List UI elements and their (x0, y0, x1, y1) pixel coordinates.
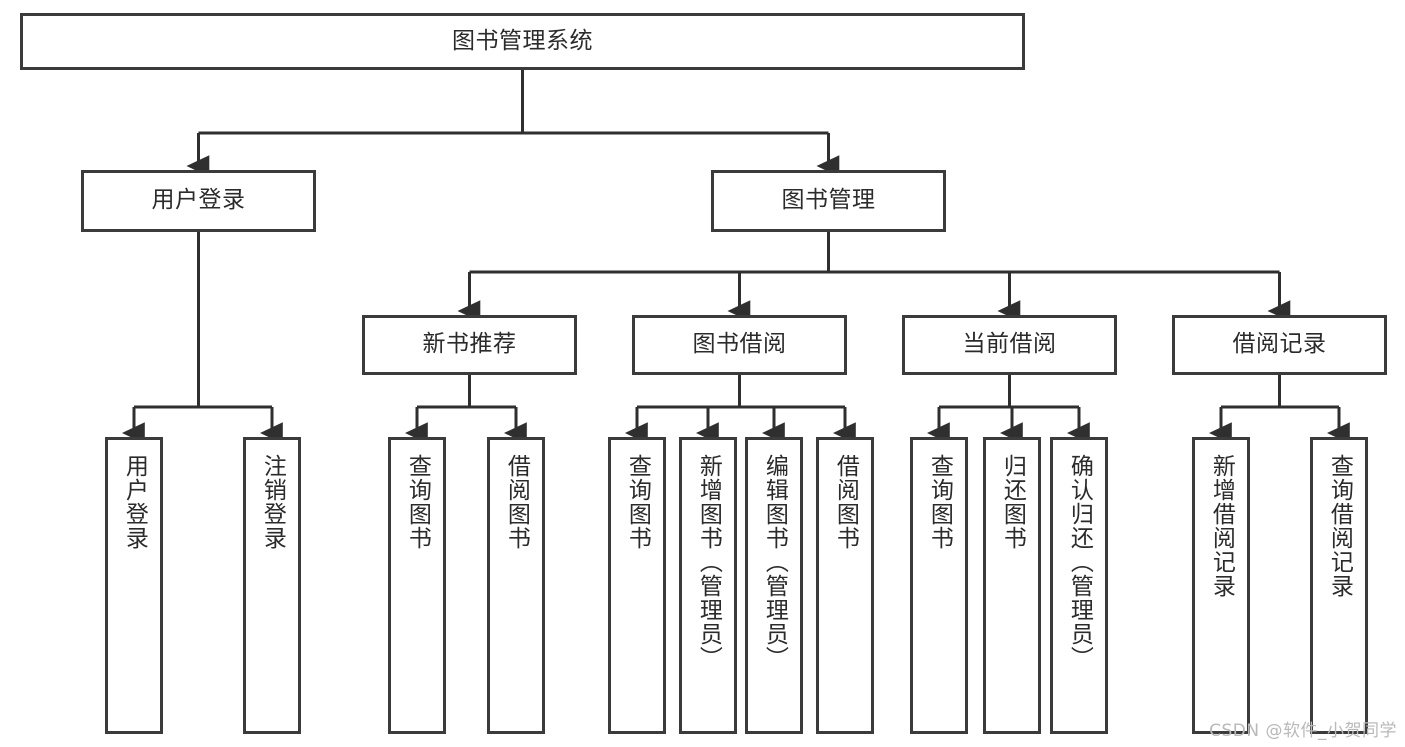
node-level3-book-borrow[interactable]: 图书借阅 (632, 315, 847, 375)
node-level3-borrow-record[interactable]: 借阅记录 (1172, 315, 1387, 375)
node-label: 图书管理 (781, 187, 876, 214)
node-leaf-leaf-query-book-3[interactable]: 查询图书 (910, 437, 968, 734)
node-leaf-leaf-query-record[interactable]: 查询借阅记录 (1310, 437, 1368, 734)
node-label: 图书借阅 (692, 331, 787, 358)
node-label: 归还图书 (999, 454, 1026, 550)
node-label: 新增图书（管理员） (695, 454, 722, 670)
node-leaf-leaf-query-book-1[interactable]: 查询图书 (388, 437, 446, 734)
node-label: 借阅记录 (1232, 331, 1327, 358)
node-level2-book-manage[interactable]: 图书管理 (711, 170, 946, 232)
node-label: 查询借阅记录 (1326, 454, 1353, 598)
node-label: 新增借阅记录 (1208, 454, 1235, 598)
node-leaf-leaf-user-login[interactable]: 用户登录 (105, 437, 163, 734)
node-label: 用户登录 (151, 187, 246, 214)
node-leaf-leaf-query-book-2[interactable]: 查询图书 (608, 437, 666, 734)
node-leaf-leaf-add-book[interactable]: 新增图书（管理员） (679, 437, 737, 734)
node-label: 查询图书 (926, 454, 953, 550)
node-label: 新书推荐 (422, 331, 517, 358)
node-root-root[interactable]: 图书管理系统 (20, 13, 1025, 70)
node-label: 用户登录 (121, 454, 148, 550)
node-level2-user-login[interactable]: 用户登录 (81, 170, 316, 232)
node-level3-current-borrow[interactable]: 当前借阅 (902, 315, 1117, 375)
node-label: 当前借阅 (962, 331, 1057, 358)
node-label: 借阅图书 (503, 454, 530, 550)
node-label: 编辑图书（管理员） (761, 454, 788, 670)
node-label: 注销登录 (259, 454, 286, 550)
node-leaf-leaf-logout[interactable]: 注销登录 (243, 437, 301, 734)
node-leaf-leaf-add-record[interactable]: 新增借阅记录 (1192, 437, 1250, 734)
csdn-watermark: CSDN @软件_小贺同学 (1209, 721, 1397, 741)
node-label: 查询图书 (404, 454, 431, 550)
node-label: 图书管理系统 (452, 27, 593, 54)
node-leaf-leaf-edit-book[interactable]: 编辑图书（管理员） (745, 437, 803, 734)
node-leaf-leaf-return-book[interactable]: 归还图书 (983, 437, 1041, 734)
node-level3-new-book-recommend[interactable]: 新书推荐 (362, 315, 577, 375)
node-label: 借阅图书 (832, 454, 859, 550)
node-leaf-leaf-confirm-return[interactable]: 确认归还（管理员） (1050, 437, 1108, 734)
node-leaf-leaf-borrow-book-1[interactable]: 借阅图书 (487, 437, 545, 734)
node-leaf-leaf-borrow-book-2[interactable]: 借阅图书 (816, 437, 874, 734)
node-label: 查询图书 (624, 454, 651, 550)
node-label: 确认归还（管理员） (1066, 454, 1093, 670)
